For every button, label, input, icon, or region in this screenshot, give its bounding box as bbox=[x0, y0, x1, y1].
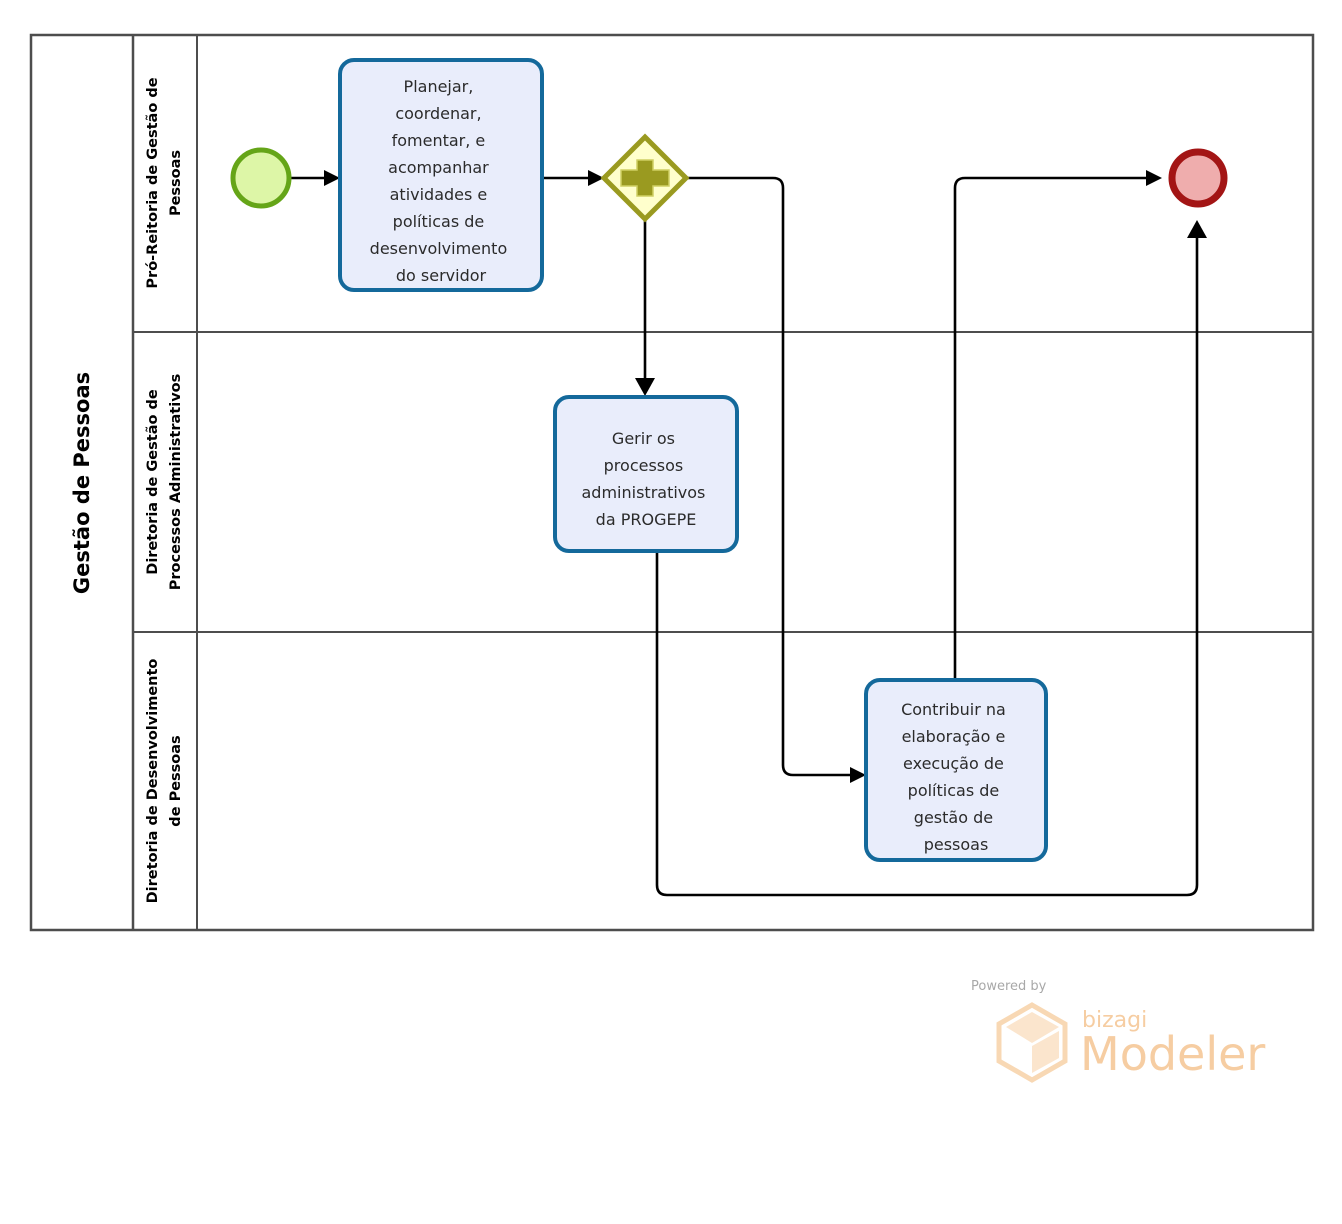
watermark-powered-by: Powered by bbox=[971, 979, 1047, 994]
pool-title: Gestão de Pessoas bbox=[70, 372, 94, 594]
task-3-line-4: políticas de bbox=[908, 781, 1000, 800]
watermark-brand: bizagi bbox=[1082, 1008, 1147, 1033]
task-3-line-6: pessoas bbox=[924, 835, 989, 854]
bizagi-watermark: Powered by bizagi Modeler bbox=[971, 979, 1265, 1083]
task-2-line-1: Gerir os bbox=[612, 429, 675, 448]
task-gerir-processos-administrativos[interactable]: Gerir os processos administrativos da PR… bbox=[553, 395, 739, 553]
bizagi-hexagon-logo bbox=[996, 1002, 1068, 1083]
task-3-line-3: execução de bbox=[903, 754, 1004, 773]
task-3-line-2: elaboração e bbox=[902, 727, 1006, 746]
lane-3-label-line-2: de Pessoas bbox=[168, 735, 184, 826]
task-1-label: Planejar, coordenar, fomentar, e acompan… bbox=[370, 77, 513, 285]
lane-2-label-line-1: Diretoria de Gestão de bbox=[145, 389, 161, 575]
task-2-line-4: da PROGEPE bbox=[596, 510, 697, 529]
lane-header-pro-reitoria-de-gestao-de-pessoas[interactable]: Pró-Reitoria de Gestão de Pessoas bbox=[145, 77, 184, 288]
sequence-flow-start-to-task-1[interactable] bbox=[291, 170, 340, 186]
task-planejar-coordenar-fomentar-acompanhar[interactable]: Planejar, coordenar, fomentar, e acompan… bbox=[338, 58, 544, 292]
parallel-gateway[interactable] bbox=[600, 133, 690, 223]
sequence-flow-task-1-to-gateway[interactable] bbox=[542, 170, 604, 186]
task-1-line-2: coordenar, bbox=[395, 104, 481, 123]
lane-header-diretoria-de-desenvolvimento-de-pessoas[interactable]: Diretoria de Desenvolvimento de Pessoas bbox=[145, 659, 184, 904]
end-event[interactable] bbox=[1168, 148, 1228, 208]
sequence-flow-gateway-to-task-3[interactable] bbox=[685, 176, 866, 783]
task-1-line-7: desenvolvimento bbox=[370, 239, 508, 258]
task-1-line-6: políticas de bbox=[393, 212, 485, 231]
task-1-line-8: do servidor bbox=[396, 266, 487, 285]
task-3-shape bbox=[864, 678, 1048, 862]
task-3-line-1: Contribuir na bbox=[901, 700, 1006, 719]
task-3-label: Contribuir na elaboração e execução de p… bbox=[901, 700, 1011, 854]
task-1-shape bbox=[338, 58, 544, 292]
sequence-flow-task-2-to-end-event[interactable] bbox=[655, 220, 1207, 897]
task-2-shape bbox=[553, 395, 739, 553]
task-1-line-5: atividades e bbox=[390, 185, 488, 204]
lane-1-label-line-2: Pessoas bbox=[168, 150, 184, 216]
start-event[interactable] bbox=[230, 147, 292, 209]
task-2-label: Gerir os processos administrativos da PR… bbox=[582, 429, 711, 529]
plus-icon bbox=[620, 159, 670, 197]
task-2-line-2: processos bbox=[604, 456, 684, 475]
sequence-flow-gateway-to-task-2[interactable] bbox=[635, 214, 655, 396]
watermark-product: Modeler bbox=[1080, 1027, 1265, 1081]
task-1-line-1: Planejar, bbox=[404, 77, 474, 96]
pool-outline bbox=[29, 33, 1315, 932]
task-contribuir-elaboracao-execucao-politicas[interactable]: Contribuir na elaboração e execução de p… bbox=[864, 678, 1048, 862]
task-3-line-5: gestão de bbox=[914, 808, 993, 827]
task-1-line-4: acompanhar bbox=[388, 158, 489, 177]
lane-header-diretoria-de-gestao-de-processos-administrativos[interactable]: Diretoria de Gestão de Processos Adminis… bbox=[145, 374, 184, 591]
pool-gestao-de-pessoas[interactable]: Gestão de Pessoas bbox=[29, 33, 1315, 932]
task-1-line-3: fomentar, e bbox=[392, 131, 486, 150]
lane-1-label-line-1: Pró-Reitoria de Gestão de bbox=[145, 77, 161, 288]
lane-2-label-line-2: Processos Administrativos bbox=[168, 374, 184, 591]
lane-3-label-line-1: Diretoria de Desenvolvimento bbox=[145, 659, 161, 904]
sequence-flow-task-3-to-end-event[interactable] bbox=[953, 170, 1162, 680]
task-2-line-3: administrativos bbox=[582, 483, 706, 502]
